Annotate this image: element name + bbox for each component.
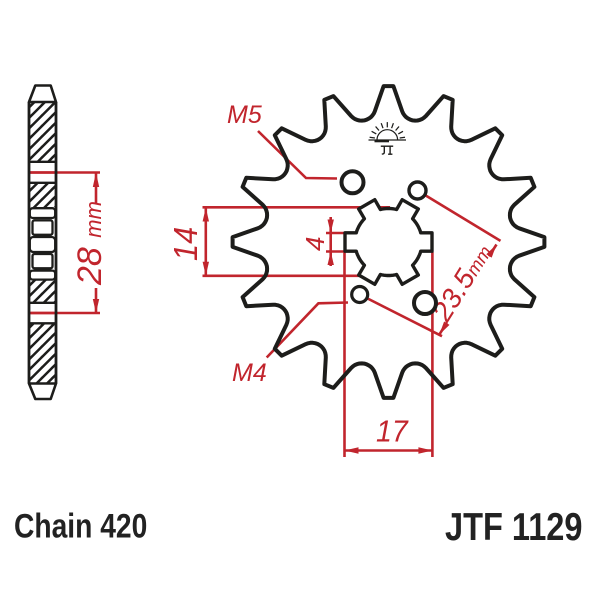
svg-text:4: 4	[300, 237, 330, 251]
svg-text:M5: M5	[227, 101, 262, 129]
svg-text:28 mm: 28 mm	[71, 201, 109, 286]
svg-text:Chain 420: Chain 420	[14, 507, 147, 545]
svg-text:17: 17	[376, 415, 409, 449]
svg-text:JTF 1129: JTF 1129	[445, 504, 583, 549]
svg-text:M4: M4	[232, 359, 267, 387]
svg-text:14: 14	[167, 227, 204, 261]
